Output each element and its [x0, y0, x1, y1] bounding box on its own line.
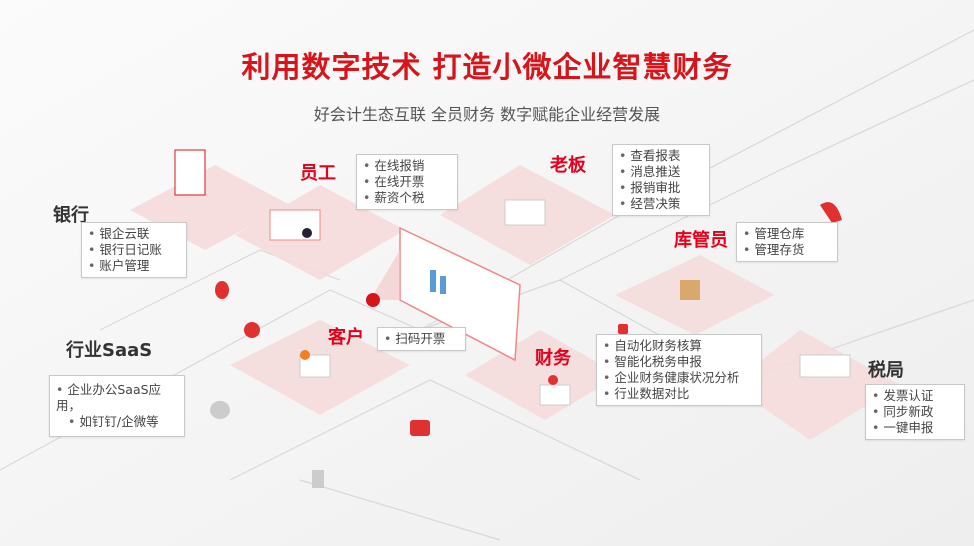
employee-features: 在线报销 在线开票 薪资个税 [356, 154, 458, 210]
page-subtitle: 好会计生态互联 全员财务 数字赋能企业经营发展 [313, 105, 661, 124]
feature-item: 银行日记账 [88, 242, 180, 258]
role-label-saas: 行业SaaS [66, 340, 153, 361]
finance-features: 自动化财务核算 智能化税务申报 企业财务健康状况分析 行业数据对比 [596, 334, 762, 406]
feature-item: 一键申报 [872, 420, 958, 436]
feature-item: 发票认证 [872, 388, 958, 404]
page-title: 利用数字技术 打造小微企业智慧财务 [241, 50, 733, 84]
decorative-objects [174, 149, 851, 488]
warehouse-features: 管理仓库 管理存货 [736, 222, 838, 262]
feature-item: 在线报销 [363, 158, 451, 174]
feature-item: 消息推送 [619, 164, 703, 180]
feature-item: 智能化税务申报 [603, 354, 755, 370]
feature-item: 同步新政 [872, 404, 958, 420]
feature-item: 在线开票 [363, 174, 451, 190]
boss-features: 查看报表 消息推送 报销审批 经营决策 [612, 144, 710, 216]
role-label-warehouse: 库管员 [674, 230, 728, 251]
feature-item: 薪资个税 [363, 190, 451, 206]
role-label-boss: 老板 [550, 155, 586, 176]
bank-features: 银企云联 银行日记账 账户管理 [81, 222, 187, 278]
tax-features: 发票认证 同步新政 一键申报 [865, 384, 965, 440]
central-dashboard [366, 226, 521, 362]
customer-features: 扫码开票 [377, 327, 466, 351]
feature-item: 管理仓库 [743, 226, 831, 242]
feature-item: 企业财务健康状况分析 [603, 370, 755, 386]
role-label-employee: 员工 [300, 163, 336, 184]
saas-features: 企业办公SaaS应用， 如钉钉/企微等 [49, 375, 185, 437]
feature-item: 自动化财务核算 [603, 338, 755, 354]
feature-item: 银企云联 [88, 226, 180, 242]
feature-item: 报销审批 [619, 180, 703, 196]
feature-item: 如钉钉/企微等 [56, 414, 178, 430]
feature-item: 行业数据对比 [603, 386, 755, 402]
feature-item: 账户管理 [88, 258, 180, 274]
role-label-bank: 银行 [53, 205, 89, 226]
feature-item: 管理存货 [743, 242, 831, 258]
role-label-finance: 财务 [535, 348, 571, 369]
role-label-customer: 客户 [328, 327, 364, 348]
feature-item: 扫码开票 [384, 331, 459, 347]
tile-tax [730, 330, 900, 440]
feature-item: 查看报表 [619, 148, 703, 164]
feature-item: 企业办公SaaS应用， [56, 382, 178, 414]
role-label-tax: 税局 [868, 360, 904, 381]
feature-item: 经营决策 [619, 196, 703, 212]
